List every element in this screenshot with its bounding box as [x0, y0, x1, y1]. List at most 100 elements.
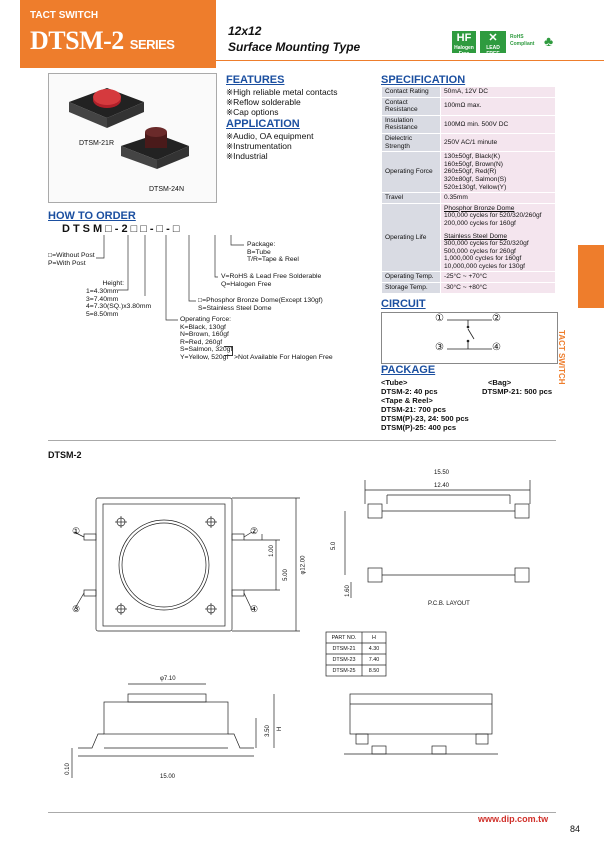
table-row: Operating Force 130±50gf, Black(K) 160±5…	[381, 151, 556, 194]
application-item: ※Audio, OA equipment	[226, 131, 314, 141]
order-option: P=With Post	[48, 259, 86, 267]
application-title: APPLICATION	[226, 118, 300, 130]
height-block-title: Height:	[72, 280, 124, 288]
drawing-pin-4-label: ④	[250, 604, 258, 614]
order-code: DTSM□-2□□-□-□	[62, 223, 183, 235]
dim-7: 1.60	[344, 585, 351, 597]
spec-value: 50mA, 12V DC	[440, 86, 556, 98]
order-option: □=Without Post	[48, 252, 95, 259]
package-heading: <Tape & Reel>	[381, 396, 433, 405]
table-cell: 4.30	[368, 645, 380, 652]
order-option: N=Brown, 160gf	[180, 331, 229, 339]
option-prefix-block: □=Without Post P=With Post	[48, 252, 95, 267]
table-cell: DTSM-21	[332, 645, 356, 652]
table-row: PART NO.H	[326, 632, 386, 643]
series-label: SERIES	[129, 37, 175, 52]
circuit-diagram: ① ② ③ ④	[381, 312, 558, 364]
spec-line: 500,000 cycles for 260gf	[444, 247, 516, 255]
order-option: Q=Halogen Free	[221, 280, 272, 288]
order-option: 1=4.30mm	[86, 288, 119, 295]
spec-line: 160±50gf, Brown(N)	[444, 160, 503, 168]
model-title: DTSM-2 SERIES	[30, 26, 175, 56]
technical-drawing: ① ② ③ ④	[71, 480, 531, 778]
feature-item: ※High reliable metal contacts	[226, 87, 338, 97]
pin-4-label: ④	[492, 342, 501, 353]
spec-key: Dielectric Strength	[381, 132, 441, 153]
type-label: Surface Mounting Type	[228, 40, 361, 54]
spec-key: Contact Resistance	[381, 96, 441, 116]
spec-value: Phosphor Bronze Dome 100,000 cycles for …	[440, 202, 556, 273]
spec-line: 250V AC/1 minute	[444, 138, 498, 146]
force-note: >Not Available For Halogen Free	[234, 354, 333, 361]
spec-key: Insulation Resistance	[381, 114, 441, 134]
spec-key: Contact Rating	[381, 86, 441, 98]
dim-6: 5.0	[331, 541, 338, 551]
package-block: Package: B=Tube T/R=Tape & Reel	[247, 241, 299, 264]
section-divider	[48, 440, 556, 441]
package-item: DTSMP-21: 500 pcs	[482, 387, 553, 396]
table-cell: 7.40	[368, 656, 380, 663]
order-option: 5=8.50mm	[86, 310, 119, 318]
order-leader-lines	[96, 235, 244, 321]
spec-line: Phosphor Bronze Dome	[444, 204, 515, 212]
spec-line: -30°C ~ +80°C	[444, 284, 488, 292]
application-list: ※Audio, OA equipment ※Instrumentation ※I…	[226, 131, 313, 161]
table-header: H	[372, 634, 376, 641]
lead-free-text: LEAD FREE	[486, 45, 500, 57]
order-option: Y=Yellow, 520gf	[180, 353, 229, 361]
dim-8: φ7.10	[160, 676, 176, 682]
spec-value: -25°C ~ +70°C	[440, 271, 556, 284]
drawing-title: DTSM-2	[48, 450, 82, 460]
header-rule	[216, 60, 604, 61]
size-label: 12x12	[228, 24, 262, 38]
spec-line: 100mΩ max.	[444, 102, 482, 110]
package-left: <Tube> DTSM-2: 40 pcs <Tape & Reel> DTSM…	[381, 378, 469, 432]
header-banner	[20, 0, 216, 68]
order-option: S=Salmon, 320gf	[180, 346, 233, 354]
halogen-free-text: Halogen Free	[454, 45, 474, 57]
feature-item: ※Cap options	[226, 107, 279, 117]
dim-3: φ12.00	[300, 555, 307, 575]
order-option: R=Red, 260gf	[180, 338, 223, 346]
spec-value: -30°C ~ +80°C	[440, 282, 556, 294]
features-list: ※High reliable metal contacts ※Reflow so…	[226, 87, 338, 117]
order-option: T/R=Tape & Reel	[247, 256, 299, 264]
dome-block: □=Phosphor Bronze Dome(Except 130gf) S=S…	[198, 297, 323, 312]
package-heading: <Bag>	[488, 378, 512, 387]
cross-icon: ✕	[488, 32, 498, 44]
switch-photo-graphic	[69, 88, 189, 169]
package-right: <Bag> DTSMP-21: 500 pcs	[482, 378, 552, 396]
dim-1: 1.00	[268, 545, 275, 557]
spec-line: 10,000,000 cycles for 130gf	[444, 262, 526, 270]
pin-3-label: ③	[435, 342, 444, 353]
category-label: TACT SWITCH	[30, 10, 99, 21]
order-option: Package:	[247, 241, 276, 248]
order-option: V=RoHS & Lead Free Solderable	[221, 273, 322, 280]
footer-url[interactable]: www.dip.com.tw	[478, 814, 549, 824]
order-option: 4=7.30(SQ.)x3.80mm	[86, 303, 152, 311]
spec-value: 130±50gf, Black(K) 160±50gf, Brown(N) 26…	[440, 151, 556, 194]
drawing-pin-3-label: ③	[72, 604, 80, 614]
package-item: DTSM-21: 700 pcs	[381, 405, 446, 414]
side-tab	[578, 245, 604, 308]
order-option: K=Black, 130gf	[180, 323, 226, 331]
dim-2: 5.00	[282, 569, 289, 581]
spec-line: 320±80gf, Salmon(S)	[444, 175, 507, 183]
photo-label-b: DTSM-24N	[149, 186, 185, 193]
table-cell: 8.50	[368, 667, 380, 674]
drawing-pin-2-label: ②	[250, 526, 258, 536]
drawing-pin-1-label: ①	[72, 526, 80, 536]
spec-value: 0.35mm	[440, 192, 556, 204]
order-option: □=Phosphor Bronze Dome(Except 130gf)	[198, 297, 323, 304]
package-item: DTSM(P)-25: 400 pcs	[381, 423, 457, 432]
product-photo: DTSM-21R DTSM-24N	[48, 73, 217, 203]
force-block: Operating Force: K=Black, 130gf N=Brown,…	[180, 316, 232, 362]
order-option: B=Tube	[247, 248, 271, 256]
hf-logo-icon: HF	[456, 32, 472, 44]
rohs-text: RoHS Compliant	[510, 34, 535, 47]
